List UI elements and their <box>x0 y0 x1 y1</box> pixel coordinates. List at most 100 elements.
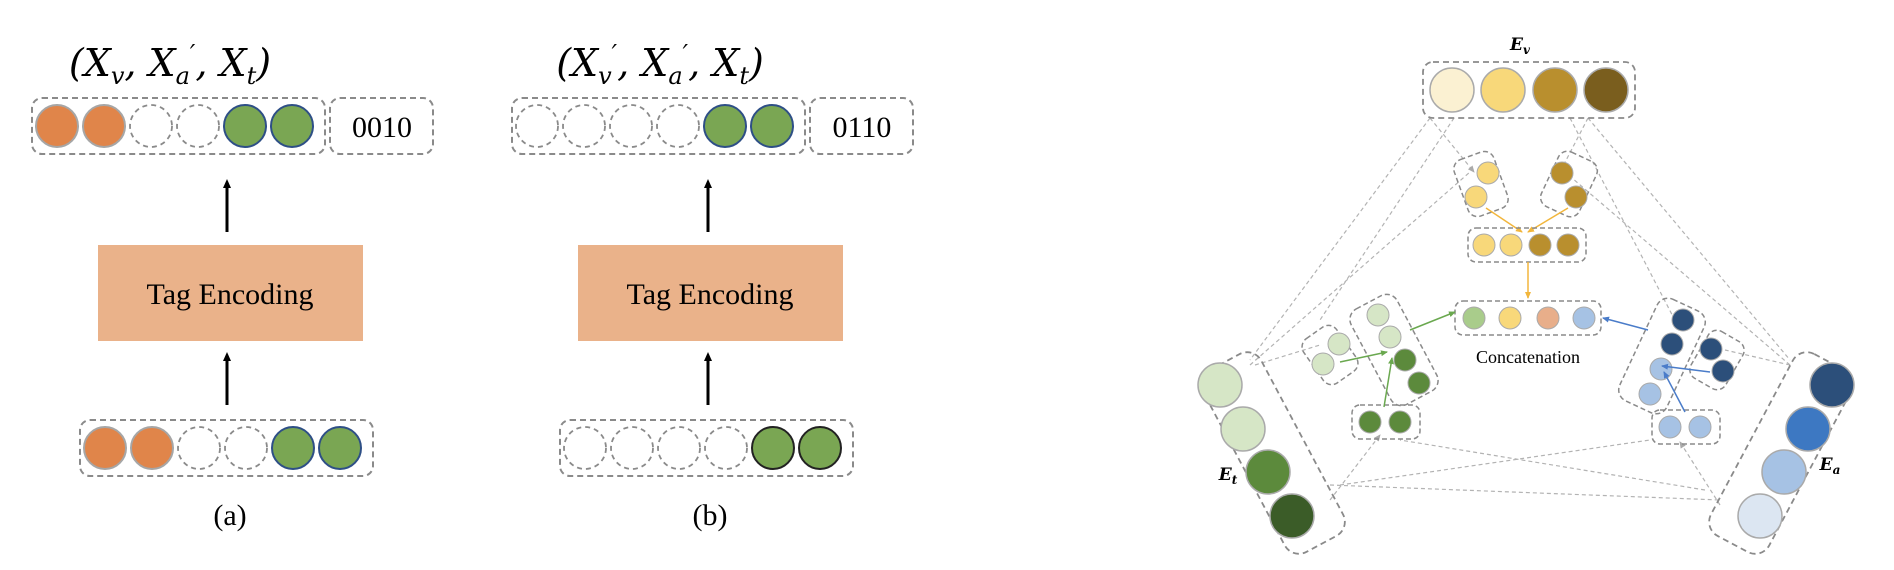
t-sub-a-c1 <box>1327 332 1351 356</box>
panel-b-encoder-label: Tag Encoding <box>626 278 793 311</box>
a-sub-c-c1 <box>1658 415 1682 439</box>
a-sub-a-c1 <box>1671 308 1695 332</box>
t-arrow-1 <box>1339 350 1388 363</box>
t-sub-b-c1 <box>1366 303 1390 327</box>
panel-a-top-slot-3 <box>129 104 173 148</box>
a-sub-a-c2 <box>1660 332 1684 356</box>
ea-circle-1 <box>1809 362 1855 408</box>
panel-a-bottom-slot-2 <box>130 426 174 470</box>
a-sub-b <box>1689 329 1745 391</box>
panel-b-top-slot-1 <box>515 104 559 148</box>
ea-label: Ea <box>1819 455 1841 477</box>
concat-c1 <box>1462 306 1486 330</box>
concat-group <box>1454 300 1602 336</box>
a-sub-a-c3 <box>1649 357 1673 381</box>
panel-a-bottom-slot-3 <box>177 426 221 470</box>
panel-b-bottom-slot-3 <box>657 426 701 470</box>
panel-b-caption: (b) <box>693 499 728 532</box>
panel-a-bottom-slot-6 <box>318 426 362 470</box>
t-arrow-2 <box>1383 357 1394 408</box>
a-sub-c <box>1651 409 1721 445</box>
a-sub-a <box>1617 297 1707 415</box>
panel-b-encoder-box <box>578 245 843 341</box>
ea-group <box>1708 351 1854 555</box>
panel-b: (Xv′, Xa′, Xt) 0110 Tag Encoding (b) <box>511 40 914 532</box>
v-sub-right-c2 <box>1564 185 1588 209</box>
et-circle-3 <box>1245 449 1291 495</box>
concat-c4 <box>1572 306 1596 330</box>
t-sub-b-c4 <box>1407 371 1431 395</box>
et-circle-4 <box>1269 493 1315 539</box>
t-sub-b-c3 <box>1393 348 1417 372</box>
a-sub-a-c4 <box>1638 382 1662 406</box>
panel-b-bottom-slot-2 <box>610 426 654 470</box>
a-sub-c-c2 <box>1688 415 1712 439</box>
et-group <box>1200 351 1346 555</box>
t-sub-c-c1 <box>1358 410 1382 434</box>
panel-a-bottom-slot-4 <box>224 426 268 470</box>
a-arrow-1 <box>1661 363 1711 373</box>
panel-b-bottom-slot-6 <box>798 426 842 470</box>
v-sub-left <box>1453 150 1509 218</box>
panel-b-bottom-slot-5 <box>751 426 795 470</box>
v-sub-left-c1 <box>1476 161 1500 185</box>
panel-b-top-slot-5 <box>703 104 747 148</box>
v-sub-left-c2 <box>1464 185 1488 209</box>
v-concat-c3 <box>1528 233 1552 257</box>
ev-circle-4 <box>1583 67 1629 113</box>
panel-b-bottom-slot-1 <box>563 426 607 470</box>
t-sub-c-c2 <box>1388 410 1412 434</box>
panel-b-tag-box <box>809 97 914 155</box>
panel-a-caption: (a) <box>213 499 246 532</box>
panel-b-bottom-slot-4 <box>704 426 748 470</box>
panel-a-top-circles <box>35 104 314 148</box>
a-arrow-3 <box>1602 316 1649 331</box>
concat-c3 <box>1536 306 1560 330</box>
panel-b-top-slot-6 <box>750 104 794 148</box>
panel-a-top-slot-4 <box>176 104 220 148</box>
panel-a-top-slot-5 <box>223 104 267 148</box>
a-sub-b-c2 <box>1711 359 1735 383</box>
panel-a-top-slot-6 <box>270 104 314 148</box>
ev-label: Ev <box>1509 35 1531 57</box>
ev-circle-1 <box>1429 67 1475 113</box>
a-arrow-2 <box>1663 371 1686 413</box>
t-sub-b <box>1349 293 1439 407</box>
panel-b-tag-code: 0110 <box>833 111 892 144</box>
v-concat-c4 <box>1556 233 1580 257</box>
v-sub-right <box>1539 150 1599 218</box>
ev-circle-2 <box>1480 67 1526 113</box>
connector-lines <box>1249 117 1791 506</box>
panel-b-top-slot-4 <box>656 104 700 148</box>
panel-a-tag-box <box>329 97 434 155</box>
et-circle-1 <box>1197 362 1243 408</box>
ea-circle-2 <box>1785 406 1831 452</box>
ev-circle-3 <box>1532 67 1578 113</box>
et-circle-2 <box>1220 406 1266 452</box>
panel-b-bottom-circles <box>563 426 842 470</box>
panel-a-bottom-circles <box>83 426 362 470</box>
v-concat-group <box>1467 227 1587 263</box>
panel-a-top-slot-2 <box>82 104 126 148</box>
ea-circle-4 <box>1737 493 1783 539</box>
panel-a-tag-code: 0010 <box>352 111 412 144</box>
panel-b-top-slot-3 <box>609 104 653 148</box>
t-arrow-3 <box>1409 311 1456 331</box>
panel-c: Ev Concatenation <box>1197 35 1855 555</box>
panel-b-top-circles <box>515 104 794 148</box>
t-sub-c <box>1351 404 1421 440</box>
t-sub-a-c2 <box>1311 352 1335 376</box>
v-concat-c2 <box>1499 233 1523 257</box>
t-sub-b-c2 <box>1378 325 1402 349</box>
v-concat-c1 <box>1472 233 1496 257</box>
concat-label: Concatenation <box>1476 347 1580 367</box>
panel-a-tuple: (Xv, Xa′, Xt) <box>69 40 271 90</box>
panel-b-tuple: (Xv′, Xa′, Xt) <box>556 40 764 90</box>
et-label: Et <box>1218 465 1238 487</box>
panel-b-top-slot-2 <box>562 104 606 148</box>
v-sub-right-c1 <box>1550 161 1574 185</box>
panel-a-encoder-label: Tag Encoding <box>146 278 313 311</box>
panel-a-bottom-slot-1 <box>83 426 127 470</box>
a-sub-b-c1 <box>1699 337 1723 361</box>
